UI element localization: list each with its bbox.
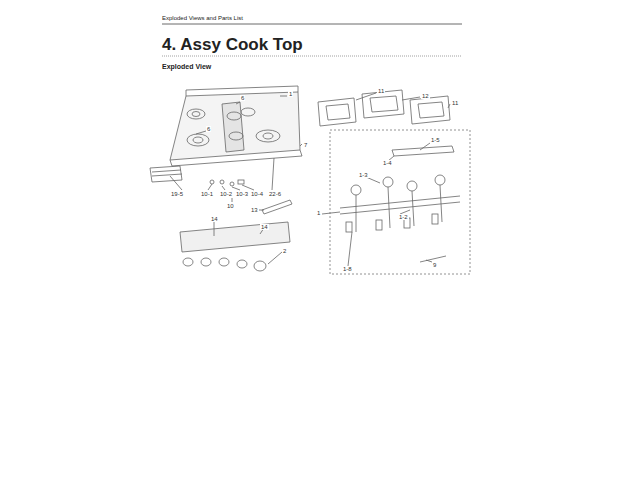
callout-number: 12 <box>421 93 430 99</box>
header-text: Exploded Views and Parts List <box>162 15 243 21</box>
callout-number: 6 <box>240 95 245 101</box>
callout-number: 10-1 <box>200 191 214 197</box>
callout-number: 22-6 <box>268 191 282 197</box>
callout-number: 7 <box>303 142 308 148</box>
callout-number: 10-2 <box>219 191 233 197</box>
callout-number: 19-5 <box>170 191 184 197</box>
callout-number: 1-2 <box>398 214 409 220</box>
callout-number: 11 <box>377 88 385 94</box>
callout-number: 1 <box>288 91 293 97</box>
section-heading: Exploded View <box>162 63 211 70</box>
callout-number: 1-5 <box>430 137 441 143</box>
callout-number: 1-4 <box>382 160 393 166</box>
callout-number: 1-8 <box>342 266 353 272</box>
callout-number: 2 <box>282 248 287 254</box>
callout-number: 13 <box>250 207 259 213</box>
callout-number: 9 <box>432 262 437 268</box>
callout-number: 1-3 <box>358 172 369 178</box>
callout-number: 6 <box>206 126 211 132</box>
page-title: 4. Assy Cook Top <box>162 36 303 53</box>
callout-number: 14 <box>210 216 219 222</box>
callout-number: 10-4 <box>250 191 264 197</box>
callout-number: 10 <box>226 203 235 209</box>
callout-number: 14 <box>260 224 269 230</box>
callout-number: 10-3 <box>235 191 249 197</box>
callout-number: 1 <box>316 210 321 216</box>
callout-number: 11 <box>451 100 459 106</box>
